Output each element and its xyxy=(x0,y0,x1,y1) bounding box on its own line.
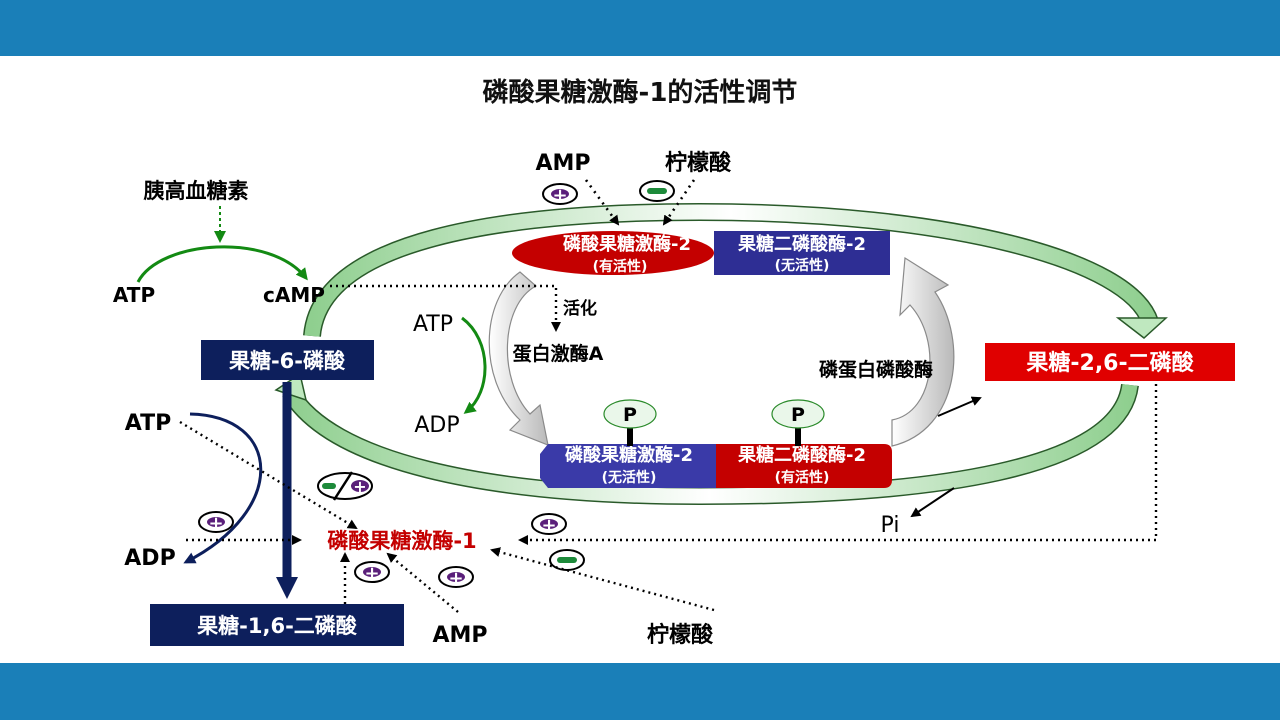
amp-top-plus-sign: + xyxy=(542,183,578,206)
citrate-top-arrow xyxy=(662,179,696,226)
svg-text:+: + xyxy=(364,563,379,584)
svg-text:+: + xyxy=(208,513,223,534)
glucagon-label: 胰高血糖素 xyxy=(144,179,249,203)
cycle-arrowhead-right xyxy=(1115,317,1168,339)
citrate-on-pfk1-minus-sign xyxy=(549,549,585,571)
adp-on-pfk1-plus-sign: + xyxy=(198,511,234,534)
svg-text:−/+: −/+ xyxy=(0,0,2,1)
camp-label: cAMP xyxy=(263,283,325,307)
phosphate-tag-pfk2: P xyxy=(603,399,657,446)
phosphate-tag-fbp2: P xyxy=(771,399,825,446)
svg-text:磷酸果糖激酶-2: 磷酸果糖激酶-2 xyxy=(563,233,691,255)
amp-on-pfk1-plus-sign: + xyxy=(438,566,474,589)
f16bp-node: 果糖-1,6-二磷酸 xyxy=(150,604,404,646)
fbp2-inactive-node: 果糖二磷酸酶-2 (无活性) xyxy=(714,231,890,275)
atp-on-pfk1-dual-sign: + −/+ xyxy=(0,0,373,501)
top-band xyxy=(0,0,1280,56)
citrate-top-minus-sign xyxy=(639,180,675,202)
atp-left-label: ATP xyxy=(113,283,155,307)
amp-bottom-label: AMP xyxy=(432,623,487,648)
pi-label: Pi xyxy=(881,513,900,538)
activation-label: 活化 xyxy=(563,298,597,319)
f26bp-on-pfk1-plus-sign: + xyxy=(531,513,567,536)
pfk1-label: 磷酸果糖激酶-1 xyxy=(327,529,476,553)
svg-text:果糖-2,6-二磷酸: 果糖-2,6-二磷酸 xyxy=(1026,350,1194,376)
f6p-node: 果糖-6-磷酸 xyxy=(201,340,374,380)
pi-arrow xyxy=(910,487,955,518)
adp-reg-label: ADP xyxy=(124,546,175,571)
svg-text:+: + xyxy=(353,477,366,496)
slide-title: 磷酸果糖激酶-1的活性调节 xyxy=(482,78,798,108)
svg-text:果糖二磷酸酶-2: 果糖二磷酸酶-2 xyxy=(737,233,866,255)
pka-label: 蛋白激酶A xyxy=(513,342,604,365)
svg-text:P: P xyxy=(623,404,637,426)
citrate-top-label: 柠檬酸 xyxy=(665,150,732,176)
phosphatase-label: 磷蛋白磷酸酶 xyxy=(819,358,933,381)
atp-camp-arrow xyxy=(136,245,308,283)
svg-text:果糖-1,6-二磷酸: 果糖-1,6-二磷酸 xyxy=(197,614,358,638)
adp-mid-label: ADP xyxy=(414,413,459,438)
atp-adp-navy-arrow xyxy=(183,412,263,564)
cycle-ring xyxy=(274,202,1168,506)
svg-text:(无活性): (无活性) xyxy=(602,469,657,486)
dephosphorylation-arrow xyxy=(891,256,955,447)
svg-text:果糖-6-磷酸: 果糖-6-磷酸 xyxy=(229,349,346,373)
f26bp-activation-path xyxy=(518,384,1158,545)
atp-mid-label: ATP xyxy=(413,312,453,337)
atp-reg-label: ATP xyxy=(125,411,171,436)
f16bp-on-pfk1-plus-sign: + xyxy=(354,561,390,584)
pfk2-inactive-node: 磷酸果糖激酶-2 (无活性) xyxy=(540,444,716,488)
svg-text:P: P xyxy=(791,404,805,426)
svg-text:磷酸果糖激酶-2: 磷酸果糖激酶-2 xyxy=(565,444,693,466)
svg-text:(无活性): (无活性) xyxy=(775,257,830,274)
fbp2-active-node: 果糖二磷酸酶-2 (有活性) xyxy=(716,444,892,488)
svg-text:+: + xyxy=(448,568,463,589)
svg-text:+: + xyxy=(541,515,556,536)
bottom-band xyxy=(0,663,1280,720)
phosphatase-arrow xyxy=(937,396,982,417)
atp-on-pfk1-arrow xyxy=(179,420,358,530)
citrate-bottom-label: 柠檬酸 xyxy=(647,622,714,648)
amp-top-label: AMP xyxy=(535,151,590,176)
pfk2-active-node: 磷酸果糖激酶-2 (有活性) xyxy=(512,231,714,275)
pka-atp-adp-arrow xyxy=(461,316,487,414)
svg-text:(有活性): (有活性) xyxy=(593,258,648,275)
svg-text:果糖二磷酸酶-2: 果糖二磷酸酶-2 xyxy=(737,444,866,466)
citrate-on-pfk1-arrow xyxy=(490,547,715,612)
svg-text:(有活性): (有活性) xyxy=(775,469,830,486)
f26bp-node: 果糖-2,6-二磷酸 xyxy=(985,343,1235,381)
svg-text:+: + xyxy=(552,185,567,206)
